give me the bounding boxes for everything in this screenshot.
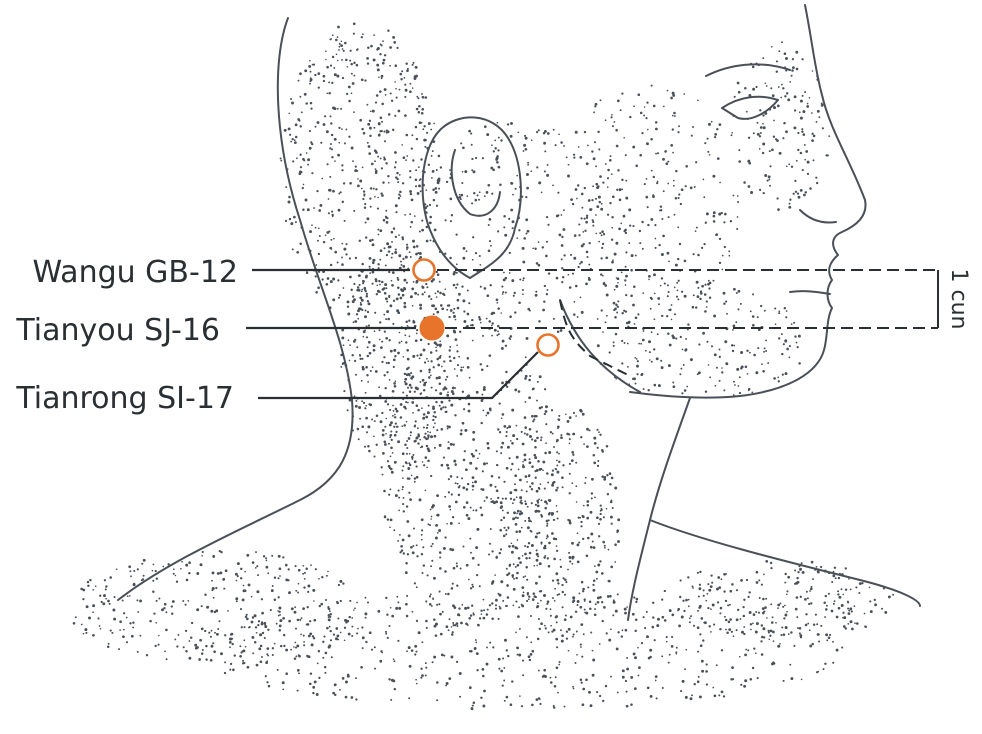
- eye-outline: [721, 95, 779, 120]
- eyebrow: [705, 63, 791, 77]
- point-tianyou-sj16: [419, 315, 445, 341]
- jaw-line: [559, 299, 641, 393]
- leader-tianrong: [258, 351, 539, 400]
- leader-lines: [246, 268, 539, 400]
- neck-front: [649, 397, 921, 607]
- jaw-angle-guide: [559, 299, 631, 377]
- point-tianrong-si17: [536, 333, 560, 357]
- shoulder-right: [627, 519, 651, 621]
- cun-measure: [437, 269, 939, 329]
- label-tianrong-si17: Tianrong SI-17: [15, 381, 234, 416]
- skull-outline: [117, 17, 354, 601]
- acupoint-markers: [412, 258, 560, 357]
- head-neck-outline: [117, 4, 921, 621]
- head-neck-stipple-shading: [72, 22, 895, 711]
- label-wangu-gb12: Wangu GB-12: [32, 255, 238, 290]
- point-wangu-gb12: [412, 258, 436, 282]
- nostril: [799, 209, 837, 224]
- face-profile: [629, 4, 867, 399]
- label-tianyou-sj16: Tianyou SJ-16: [15, 313, 220, 348]
- ear-inner: [450, 149, 501, 217]
- ear-outline: [421, 116, 522, 279]
- mouth-line: [789, 290, 831, 295]
- measure-label: 1 cun: [946, 269, 971, 330]
